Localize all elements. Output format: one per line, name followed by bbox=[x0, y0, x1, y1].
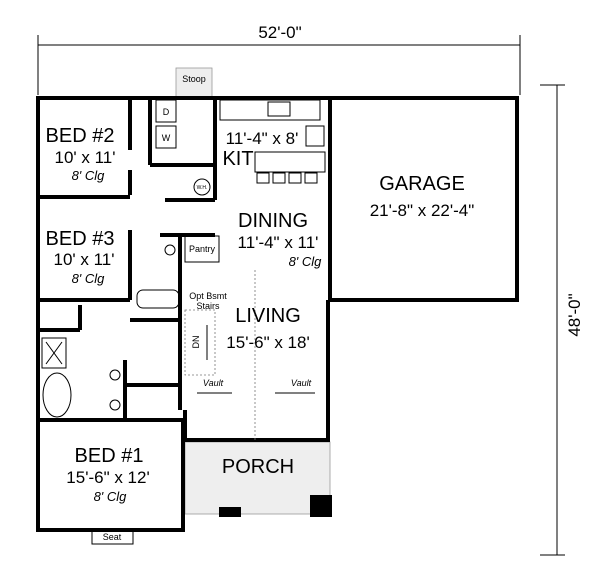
water-heater-label: W.H. bbox=[197, 185, 208, 191]
dining-name: DINING bbox=[238, 210, 308, 232]
stoop-label: Stoop bbox=[182, 74, 206, 84]
depth-label: 48'-0" bbox=[565, 293, 584, 336]
stairs-label-1: Opt Bsmt bbox=[189, 291, 227, 301]
living-size: 15'-6" x 18' bbox=[226, 333, 309, 352]
water-heater bbox=[193, 178, 211, 196]
garage-name: GARAGE bbox=[379, 173, 465, 195]
porch-column bbox=[219, 507, 241, 517]
stairs bbox=[184, 309, 216, 376]
dimension-width: 52'-0" bbox=[37, 23, 521, 95]
porch-column bbox=[310, 495, 332, 517]
bed2-name: BED #2 bbox=[46, 125, 115, 147]
dining-ceiling: 8' Clg bbox=[289, 254, 323, 269]
pantry-label: Pantry bbox=[189, 244, 216, 254]
dryer-label: D bbox=[163, 107, 170, 117]
porch bbox=[184, 441, 331, 515]
kitchen-counters bbox=[219, 99, 326, 184]
bed1-size: 15'-6" x 12' bbox=[66, 468, 149, 487]
kitchen-size: 11'-4" x 8' bbox=[226, 129, 299, 148]
dimension-depth: 48'-0" bbox=[540, 84, 584, 556]
walls bbox=[36, 96, 519, 532]
bed1-name: BED #1 bbox=[75, 445, 144, 467]
garage-size: 21'-8" x 22'-4" bbox=[370, 201, 475, 220]
kitchen-name: KIT bbox=[222, 148, 253, 170]
window-seat bbox=[91, 529, 134, 545]
bed2-ceiling: 8' Clg bbox=[72, 168, 106, 183]
porch-label: PORCH bbox=[222, 456, 294, 478]
vault-left: Vault bbox=[203, 378, 224, 388]
bed3-ceiling: 8' Clg bbox=[72, 271, 106, 286]
bed3-size: 10' x 11' bbox=[54, 250, 115, 269]
width-label: 52'-0" bbox=[258, 23, 301, 42]
dining-size: 11'-4" x 11' bbox=[238, 233, 319, 252]
bed2-size: 10' x 11' bbox=[55, 148, 116, 167]
pantry bbox=[184, 235, 220, 263]
bed1-ceiling: 8' Clg bbox=[94, 489, 128, 504]
seat-label: Seat bbox=[103, 532, 122, 542]
washer-label: W bbox=[162, 133, 171, 143]
bath-fixtures bbox=[41, 244, 180, 418]
stairs-label-2: Stairs bbox=[196, 301, 220, 311]
stairs-dn: DN bbox=[191, 336, 201, 349]
bed3-name: BED #3 bbox=[46, 228, 115, 250]
vault-right: Vault bbox=[291, 378, 312, 388]
washer bbox=[155, 125, 177, 149]
dryer bbox=[155, 99, 177, 123]
living-name: LIVING bbox=[235, 305, 301, 327]
